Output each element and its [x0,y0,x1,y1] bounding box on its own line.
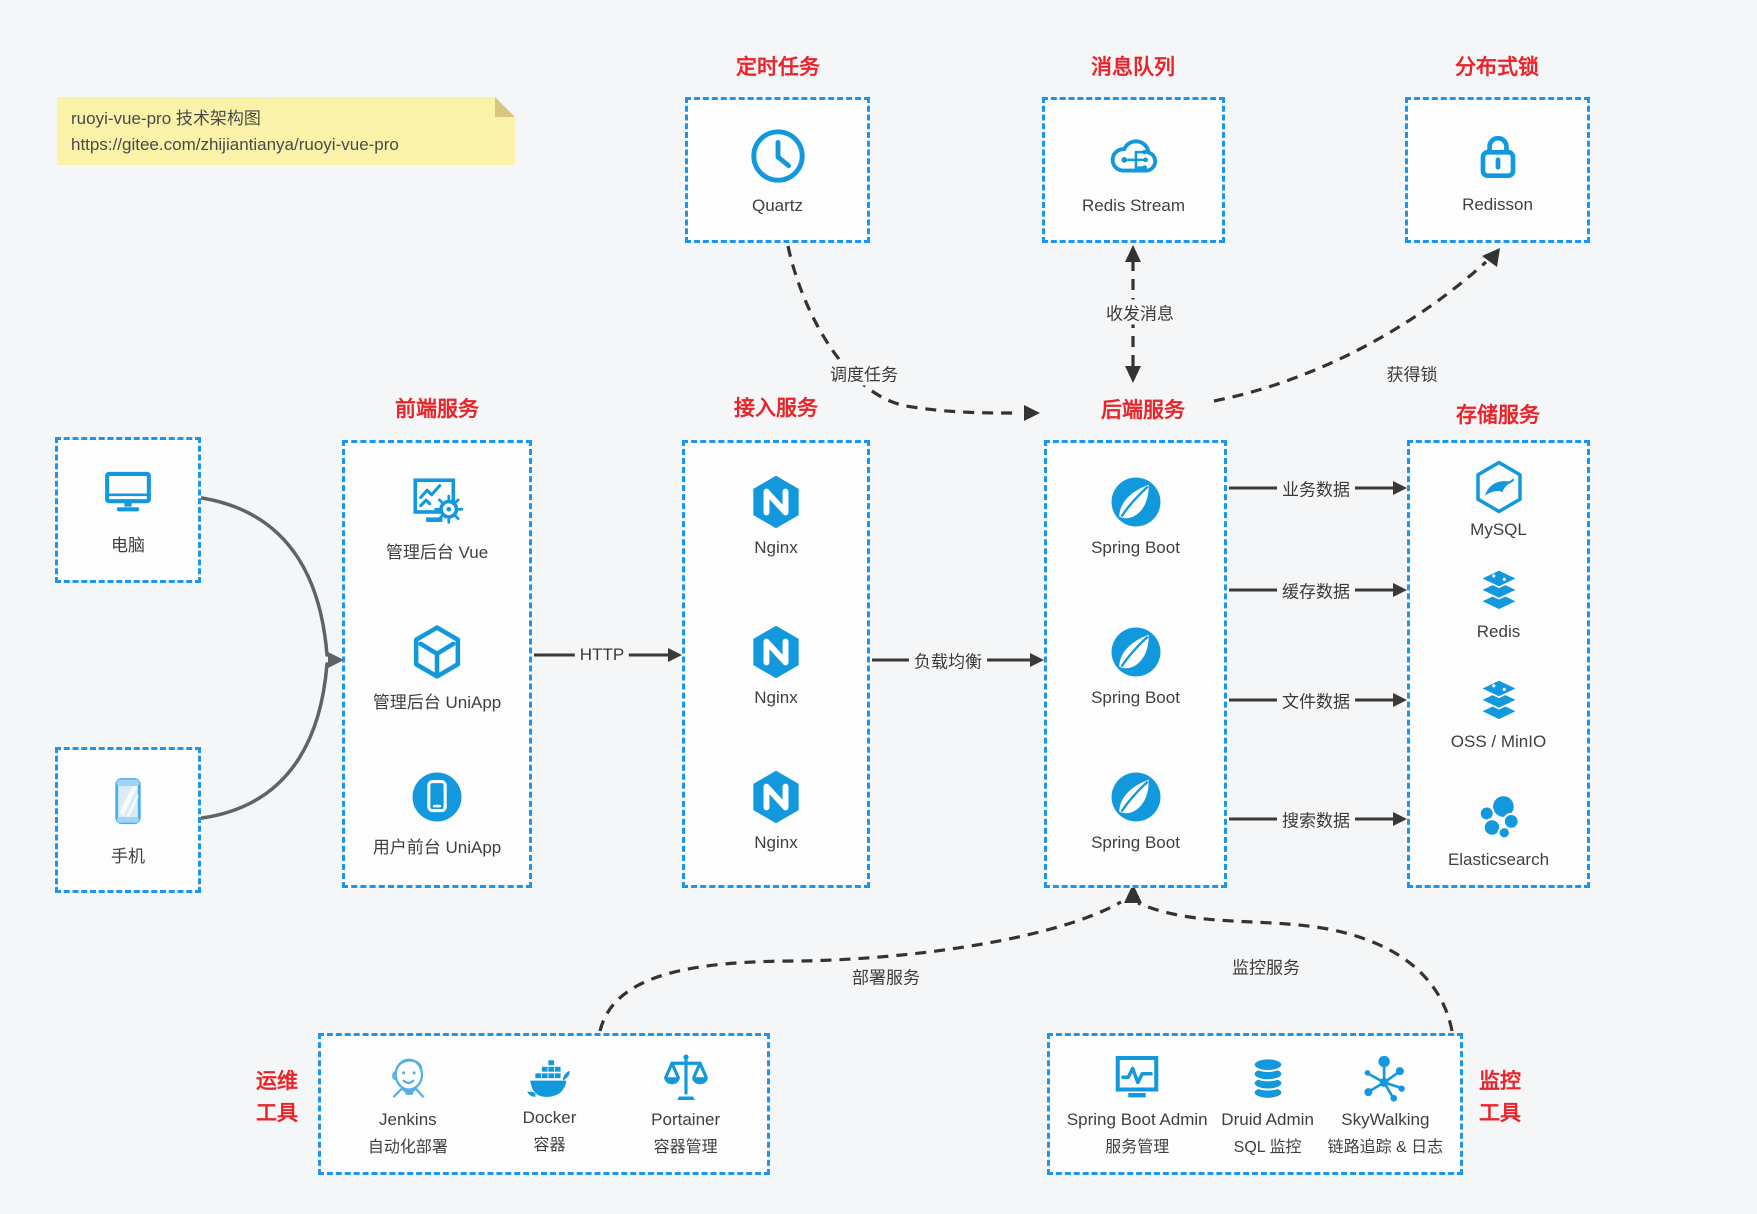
mobile-label: 手机 [111,847,145,866]
note-title: ruoyi-vue-pro 技术架构图 [71,109,261,128]
box-redis-stream: Redis Stream [1042,97,1225,243]
monitor-item-sba: Spring Boot Admin 服务管理 [1067,1051,1208,1157]
nginx-icon [747,768,805,826]
edge-pc-to-frontend [200,496,329,657]
frontend-item-admin-vue: 管理后台 Vue [345,473,529,563]
storage-item-oss-minio: OSS / MinIO [1410,671,1587,752]
frontend-item-user-uniapp: 用户前台 UniApp [345,768,529,858]
mobile-icon [98,773,158,833]
monitor-item-druid: Druid Admin SQL 监控 [1221,1051,1314,1157]
lock-icon [1468,126,1528,186]
title-distributed-lock: 分布式锁 [1455,56,1539,79]
label-file-data: 文件数据 [1277,687,1355,713]
edge-acquire-lock [1213,260,1488,403]
label-load-balance: 负载均衡 [909,647,987,673]
portainer-icon [658,1051,714,1107]
druid-icon [1241,1051,1295,1107]
title-monitor-tools: 监控 工具 [1479,1070,1521,1125]
spring-boot-item-2: Spring Boot [1047,623,1224,708]
nginx-item-2: Nginx [685,623,867,708]
title-ops-tools: 运维 工具 [256,1070,298,1125]
note-url: https://gitee.com/zhijiantianya/ruoyi-vu… [71,135,399,154]
label-deploy-service: 部署服务 [847,963,925,989]
box-redisson: Redisson [1405,97,1590,243]
box-gateway-services: Nginx Nginx Nginx [682,440,870,888]
box-ops-tools: Jenkins 自动化部署 Docker 容器 Portainer 容器管理 [318,1033,770,1175]
title-frontend-services: 前端服务 [395,398,479,421]
user-app-icon [408,768,466,826]
spring-boot-icon [1107,623,1165,681]
spring-boot-icon [1107,473,1165,531]
redis-stream-label: Redis Stream [1082,195,1185,215]
skywalking-icon [1357,1051,1413,1107]
clock-icon [747,125,809,187]
admin-vue-icon [407,473,467,531]
cloud-mq-icon [1101,125,1167,187]
sticky-note: ruoyi-vue-pro 技术架构图 https://gitee.com/zh… [57,97,515,165]
box-backend-services: Spring Boot Spring Boot Spring Boot [1044,440,1227,888]
box-monitor-tools: Spring Boot Admin 服务管理 Druid Admin SQL 监… [1047,1033,1463,1175]
desktop-icon [97,464,159,522]
storage-item-elasticsearch: Elasticsearch [1410,789,1587,870]
ops-item-jenkins: Jenkins 自动化部署 [368,1051,448,1157]
nginx-item-1: Nginx [685,473,867,558]
frontend-item-admin-uniapp: 管理后台 UniApp [345,623,529,713]
docker-icon [522,1053,578,1105]
title-message-queue: 消息队列 [1091,56,1175,79]
label-search-data: 搜索数据 [1277,806,1355,832]
label-http: HTTP [574,645,630,665]
jenkins-icon [380,1051,436,1107]
spring-boot-admin-icon [1109,1051,1165,1107]
pc-label: 电脑 [111,536,145,555]
redis-stack-icon [1471,561,1527,617]
label-monitor-service: 监控服务 [1227,953,1305,979]
redisson-label: Redisson [1462,194,1533,214]
label-schedule-task: 调度任务 [825,360,903,386]
elasticsearch-icon [1471,789,1527,845]
label-business-data: 业务数据 [1277,475,1355,501]
oss-stack-icon [1471,671,1527,727]
monitor-item-skywalking: SkyWalking 链路追踪 & 日志 [1328,1051,1443,1157]
title-gateway-services: 接入服务 [734,397,818,420]
uniapp-cube-icon [408,623,466,681]
edge-schedule-task [786,245,1019,415]
label-acquire-lock: 获得锁 [1381,360,1443,386]
spring-boot-item-3: Spring Boot [1047,768,1224,853]
label-send-receive: 收发消息 [1101,299,1179,325]
edge-phone-to-frontend [200,662,329,820]
nginx-icon [747,623,805,681]
box-storage-services: MySQL Redis OSS / MinIO Elasticsearch [1407,440,1590,888]
box-quartz: Quartz [685,97,870,243]
storage-item-redis: Redis [1410,561,1587,642]
box-mobile-client: 手机 [55,747,201,893]
title-scheduled-jobs: 定时任务 [736,56,820,79]
quartz-label: Quartz [751,195,804,215]
box-pc-client: 电脑 [55,437,201,583]
nginx-item-3: Nginx [685,768,867,853]
label-cache-data: 缓存数据 [1277,577,1355,603]
nginx-icon [747,473,805,531]
storage-item-mysql: MySQL [1410,459,1587,540]
title-storage-services: 存储服务 [1456,404,1540,427]
ops-item-docker: Docker 容器 [522,1053,578,1155]
mysql-icon [1471,459,1527,515]
spring-boot-item-1: Spring Boot [1047,473,1224,558]
title-backend-services: 后端服务 [1101,399,1185,422]
spring-boot-icon [1107,768,1165,826]
ops-item-portainer: Portainer 容器管理 [651,1051,720,1157]
box-frontend-services: 管理后台 Vue 管理后台 UniApp 用户前台 UniApp [342,440,532,888]
